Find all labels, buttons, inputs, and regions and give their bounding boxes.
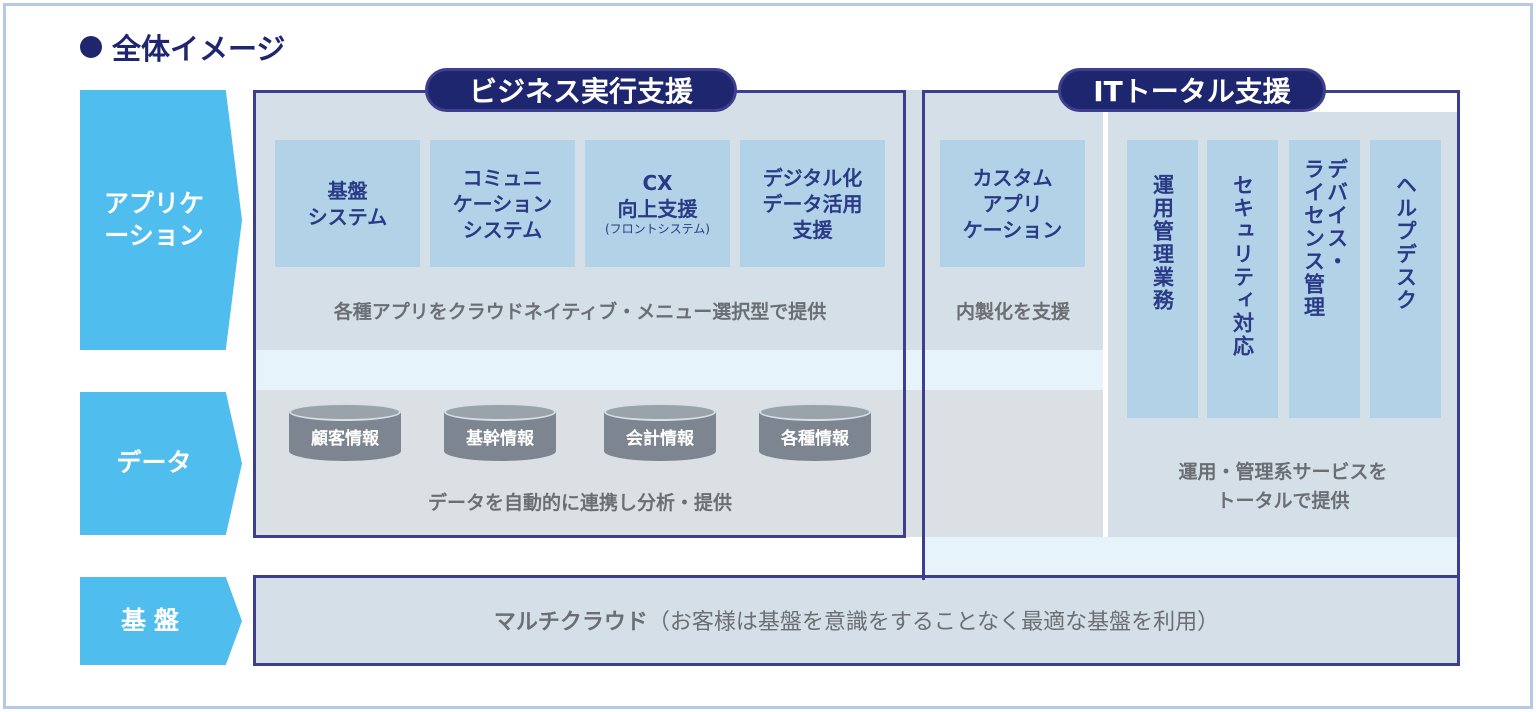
text-label: 運用管理業務 bbox=[1150, 174, 1175, 312]
database-icon: 会計情報 bbox=[604, 403, 716, 465]
text-label: データ活用 bbox=[762, 191, 863, 216]
app-box-communication-system: コミュニケーションシステム bbox=[430, 140, 575, 267]
text-label: コミュニ bbox=[462, 165, 543, 190]
infra-row-bg bbox=[253, 577, 1460, 665]
text-label: アプリ bbox=[982, 191, 1043, 216]
app-box-digital-data: デジタル化データ活用支援 bbox=[740, 140, 885, 267]
text-label: システム bbox=[307, 204, 388, 229]
infra-box bbox=[253, 575, 1460, 666]
text-label: (フロントシステム) bbox=[604, 221, 710, 236]
app-box-custom-application: カスタムアプリケーション bbox=[940, 140, 1085, 267]
business-support-label: ビジネス実行支援 bbox=[425, 68, 737, 112]
infra-text: マルチクラウド（お客様は基盤を意識をすることなく最適な基盤を利用） bbox=[253, 604, 1460, 636]
text-label: マルチクラウド bbox=[493, 610, 648, 635]
service-security: セキュリティ対応 bbox=[1207, 140, 1278, 418]
data-caption: データを自動的に連携し分析・提供 bbox=[427, 492, 732, 514]
text-label: ケーション bbox=[962, 217, 1063, 242]
text-label: 基盤 bbox=[327, 178, 368, 203]
text-label: ケーション bbox=[452, 191, 553, 216]
row-gap bbox=[924, 537, 1458, 577]
text-label: 支援 bbox=[792, 217, 833, 242]
text-label: デジタル化 bbox=[762, 165, 863, 190]
layer-label-data: データ bbox=[80, 392, 242, 535]
layer-label-application: アプリケーション bbox=[80, 90, 242, 350]
text-label: 向上支援 bbox=[617, 196, 698, 221]
text-label: セキュリティ対応 bbox=[1230, 174, 1255, 358]
text-label: デバイス・ bbox=[1324, 158, 1349, 273]
app-caption: 各種アプリをクラウドネイティブ・メニュー選択型で提供 bbox=[333, 301, 827, 323]
text-label: カスタム bbox=[972, 165, 1053, 190]
service-helpdesk: ヘルプデスク bbox=[1370, 140, 1441, 418]
text-label: ヘルプデスク bbox=[1393, 174, 1418, 312]
service-operations: 運用管理業務 bbox=[1127, 140, 1198, 418]
layer-label-infra: 基盤 bbox=[80, 577, 242, 665]
text-label: （お客様は基盤を意識をすることなく最適な基盤を利用） bbox=[647, 610, 1220, 635]
diagram-title: 全体イメージ bbox=[80, 26, 285, 68]
app-box-base-system: 基盤システム bbox=[275, 140, 420, 267]
diagram-frame bbox=[3, 3, 1533, 709]
services-caption: 運用・管理系サービスをトータルで提供 bbox=[1110, 458, 1456, 517]
bullet-icon bbox=[80, 36, 102, 58]
text-label: トータルで提供 bbox=[1216, 490, 1350, 513]
text-label: ライセンス管理 bbox=[1301, 158, 1326, 319]
database-icon: 各種情報 bbox=[759, 403, 871, 465]
text-label: システム bbox=[462, 217, 543, 242]
text-label: CX bbox=[642, 170, 673, 195]
it-support-label: ITトータル支援 bbox=[1058, 68, 1326, 112]
text-label: 運用・管理系サービスを bbox=[1178, 461, 1388, 483]
layer-text: アプリケーション bbox=[103, 188, 204, 251]
custom-caption: 内製化を支援 bbox=[955, 301, 1070, 323]
service-device-license: デバイス・ライセンス管理 bbox=[1289, 140, 1360, 418]
row-gap bbox=[253, 350, 1103, 390]
database-icon: 顧客情報 bbox=[289, 403, 401, 465]
title-text: 全体イメージ bbox=[112, 32, 286, 66]
database-icon: 基幹情報 bbox=[444, 403, 556, 465]
